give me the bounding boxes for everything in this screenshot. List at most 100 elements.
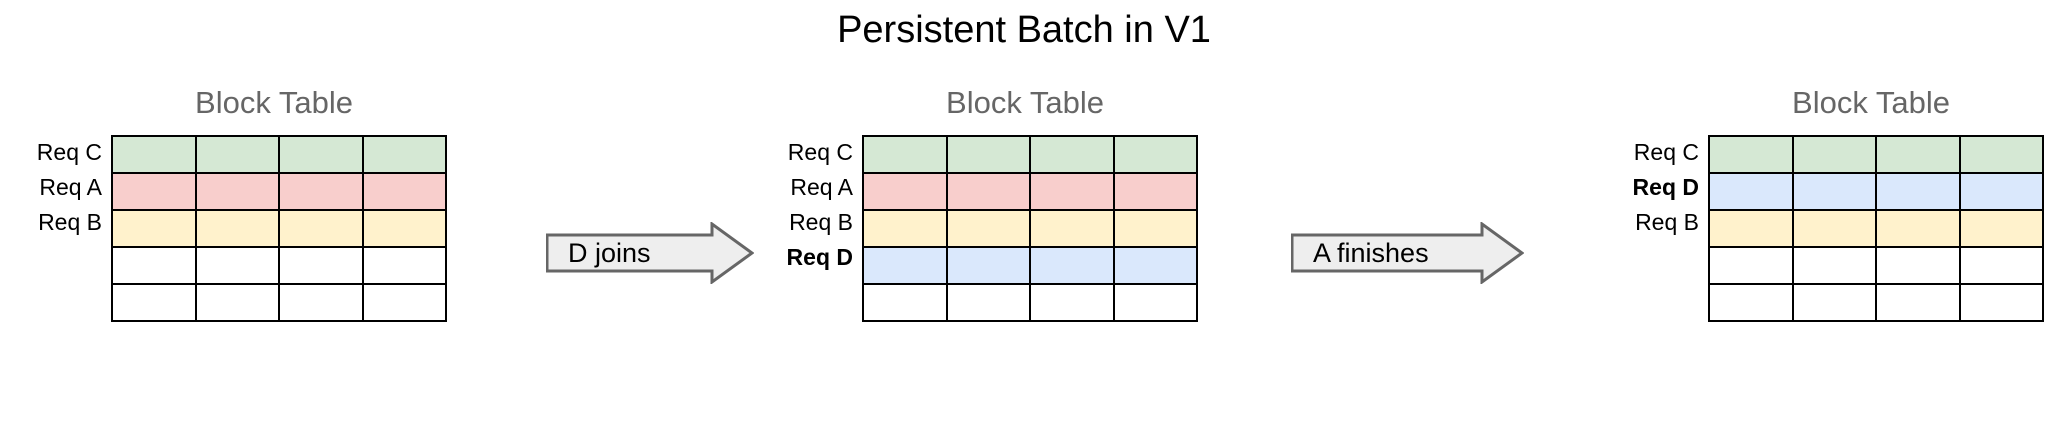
block-cell[interactable] [194,172,280,211]
row-label-req-b: Req B [38,209,102,235]
block-cell[interactable] [1875,283,1961,322]
table-row [111,135,447,174]
arrow-shape-icon [1291,222,1524,284]
block-cell[interactable] [1791,283,1877,322]
transition-arrow-label: A finishes [1313,238,1429,268]
block-cell[interactable] [111,172,197,211]
block-cell[interactable] [1708,209,1794,248]
block-cell[interactable] [111,135,197,174]
row-label-req-b: Req B [789,209,853,235]
block-cell[interactable] [1029,283,1115,322]
block-cell[interactable] [1958,172,2044,211]
block-cell[interactable] [862,209,948,248]
block-cell[interactable] [1791,246,1877,285]
block-cell[interactable] [1029,135,1115,174]
table-row [1708,172,2044,211]
block-cell[interactable] [1791,209,1877,248]
block-cell[interactable] [1029,172,1115,211]
transition-arrow-1: D joins [546,222,754,284]
block-cell[interactable] [862,172,948,211]
table-row [1708,246,2044,285]
transition-arrow-2: A finishes [1291,222,1524,284]
block-table-title: Block Table [1792,85,1950,120]
table-row [1708,209,2044,248]
block-cell[interactable] [278,172,364,211]
table-row [111,209,447,248]
block-cell[interactable] [1112,135,1198,174]
table-row [862,246,1198,285]
block-cell[interactable] [1112,209,1198,248]
row-label-req-c: Req C [36,139,102,165]
block-cell[interactable] [862,283,948,322]
row-label-column: Req C Req A Req B [0,135,102,310]
block-cell[interactable] [1708,283,1794,322]
transition-arrow-label: D joins [568,238,651,268]
block-cell[interactable] [1875,209,1961,248]
arrow-shape-icon [546,222,754,284]
block-cell[interactable] [1708,246,1794,285]
block-cell[interactable] [1958,135,2044,174]
block-cell[interactable] [1875,135,1961,174]
block-cell[interactable] [361,246,447,285]
block-cell[interactable] [278,135,364,174]
block-cell[interactable] [1708,172,1794,211]
block-cell[interactable] [278,246,364,285]
row-label-empty [0,240,102,275]
table-row [111,283,447,322]
block-cell[interactable] [194,283,280,322]
block-cell[interactable] [361,172,447,211]
row-label-column: Req C Req A Req B Req D [633,135,853,310]
page-title: Persistent Batch in V1 [837,9,1211,51]
block-cell[interactable] [1029,246,1115,285]
row-label-empty [0,275,102,310]
block-cell[interactable] [111,209,197,248]
table-row [111,246,447,285]
block-cell[interactable] [1029,209,1115,248]
block-cell[interactable] [194,246,280,285]
row-label-req-a: Req A [790,174,853,200]
block-cell[interactable] [1958,246,2044,285]
block-cell[interactable] [1875,246,1961,285]
block-cell[interactable] [862,135,948,174]
block-table-title: Block Table [946,85,1104,120]
block-cell[interactable] [111,283,197,322]
block-cell[interactable] [194,135,280,174]
block-cell[interactable] [278,283,364,322]
block-cell[interactable] [194,209,280,248]
block-cell[interactable] [1112,283,1198,322]
block-cell[interactable] [361,209,447,248]
row-label-req-a: Req A [39,174,102,200]
block-cell[interactable] [111,246,197,285]
table-row [1708,283,2044,322]
block-cell[interactable] [1112,172,1198,211]
table-row [111,172,447,211]
block-cell[interactable] [361,283,447,322]
row-label-req-c: Req C [787,139,853,165]
block-cell[interactable] [1708,135,1794,174]
block-cell[interactable] [1791,172,1877,211]
table-row [862,209,1198,248]
table-row [1708,135,2044,174]
block-cell[interactable] [1112,246,1198,285]
block-cell[interactable] [278,209,364,248]
row-label-req-d: Req D [786,244,853,270]
block-cell[interactable] [1791,135,1877,174]
block-table-title: Block Table [195,85,353,120]
block-cell[interactable] [1958,283,2044,322]
block-cell[interactable] [945,172,1031,211]
block-cell[interactable] [1958,209,2044,248]
block-cell[interactable] [945,246,1031,285]
block-cell[interactable] [1875,172,1961,211]
block-cell[interactable] [945,283,1031,322]
block-cell[interactable] [862,246,948,285]
block-cell[interactable] [945,209,1031,248]
block-cell[interactable] [945,135,1031,174]
row-label-req-b: Req B [1635,209,1699,235]
row-label-req-c: Req C [1633,139,1699,165]
table-row [862,135,1198,174]
block-cell[interactable] [361,135,447,174]
block-table-grid [1708,135,2044,322]
table-row [862,283,1198,322]
